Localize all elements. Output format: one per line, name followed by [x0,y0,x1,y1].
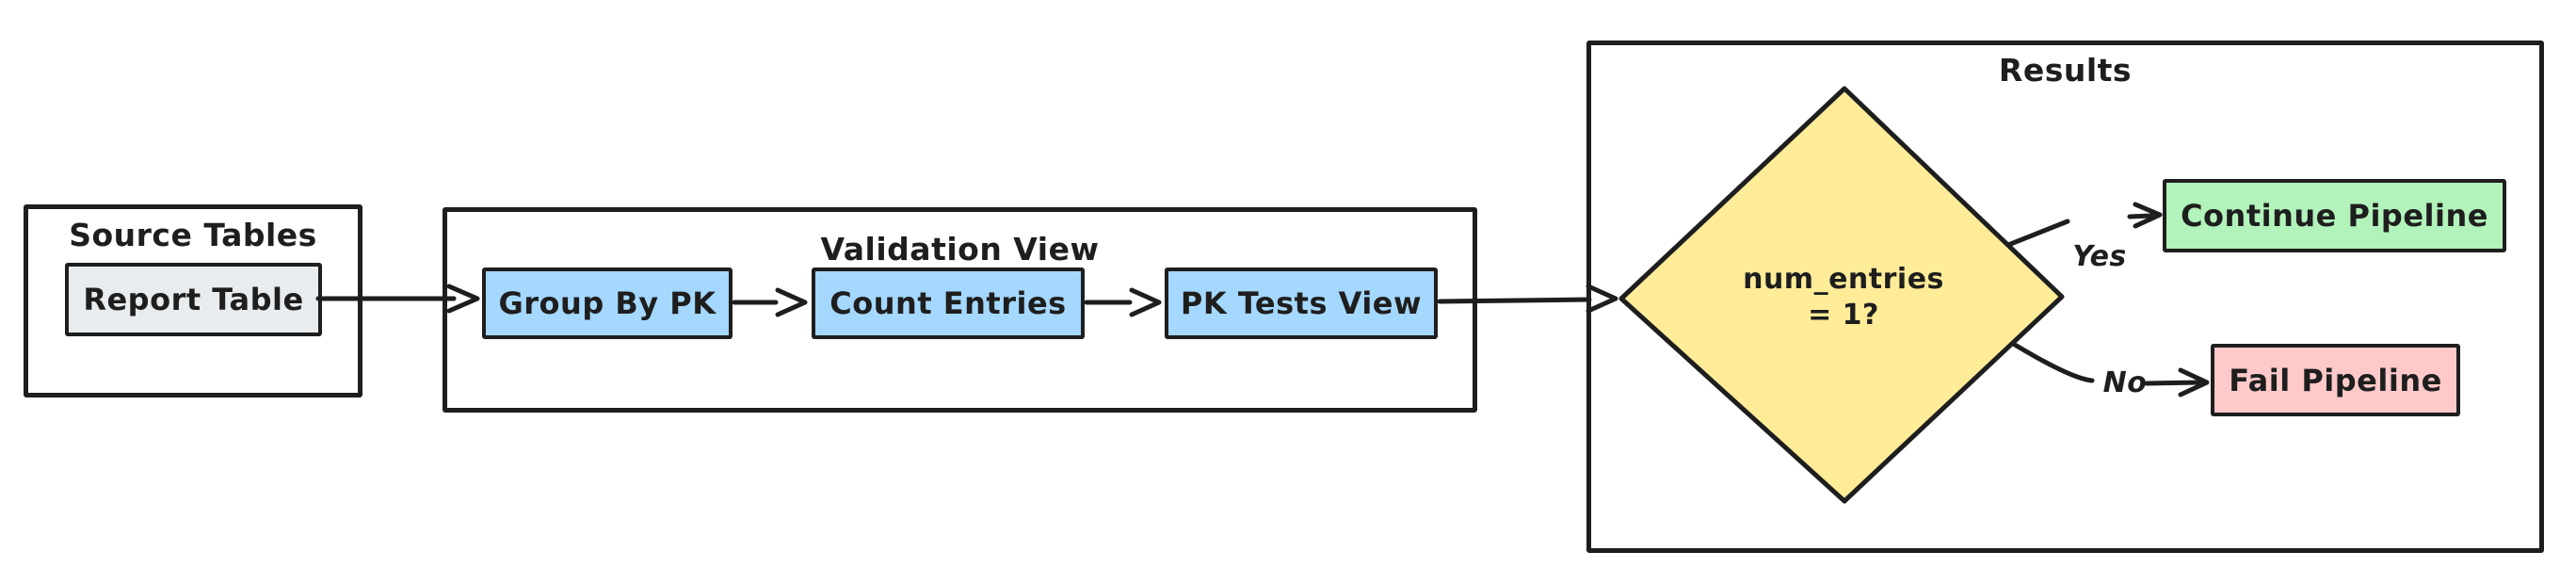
continue-pipeline-label: Continue Pipeline [2181,198,2488,234]
results-label: Results [1998,52,2133,89]
pk-tests-view-label: PK Tests View [1180,285,1423,321]
fail-pipeline-node: Fail Pipeline [2211,344,2460,416]
report-table-node: Report Table [65,263,322,336]
report-table-label: Report Table [83,282,304,317]
decision-label-line1: num_entries [1743,263,1944,296]
fail-pipeline-label: Fail Pipeline [2229,362,2442,398]
yes-branch-label: Yes [2072,240,2127,273]
group-by-pk-node: Group By PK [482,268,733,339]
validation-view-label: Validation View [820,231,1100,268]
source-tables-label: Source Tables [69,217,317,253]
source-tables-container: Source Tables Report Table [24,204,362,397]
validation-view-container: Validation View Group By PK Count Entrie… [443,207,1477,413]
count-entries-label: Count Entries [829,285,1067,321]
continue-pipeline-node: Continue Pipeline [2163,179,2506,252]
decision-label: num_entries = 1? [1702,262,1985,333]
no-branch-label: No [2102,366,2148,399]
count-entries-node: Count Entries [812,268,1085,339]
decision-label-line2: = 1? [1808,299,1879,332]
group-by-pk-label: Group By PK [498,285,716,321]
pk-tests-view-node: PK Tests View [1165,268,1438,339]
